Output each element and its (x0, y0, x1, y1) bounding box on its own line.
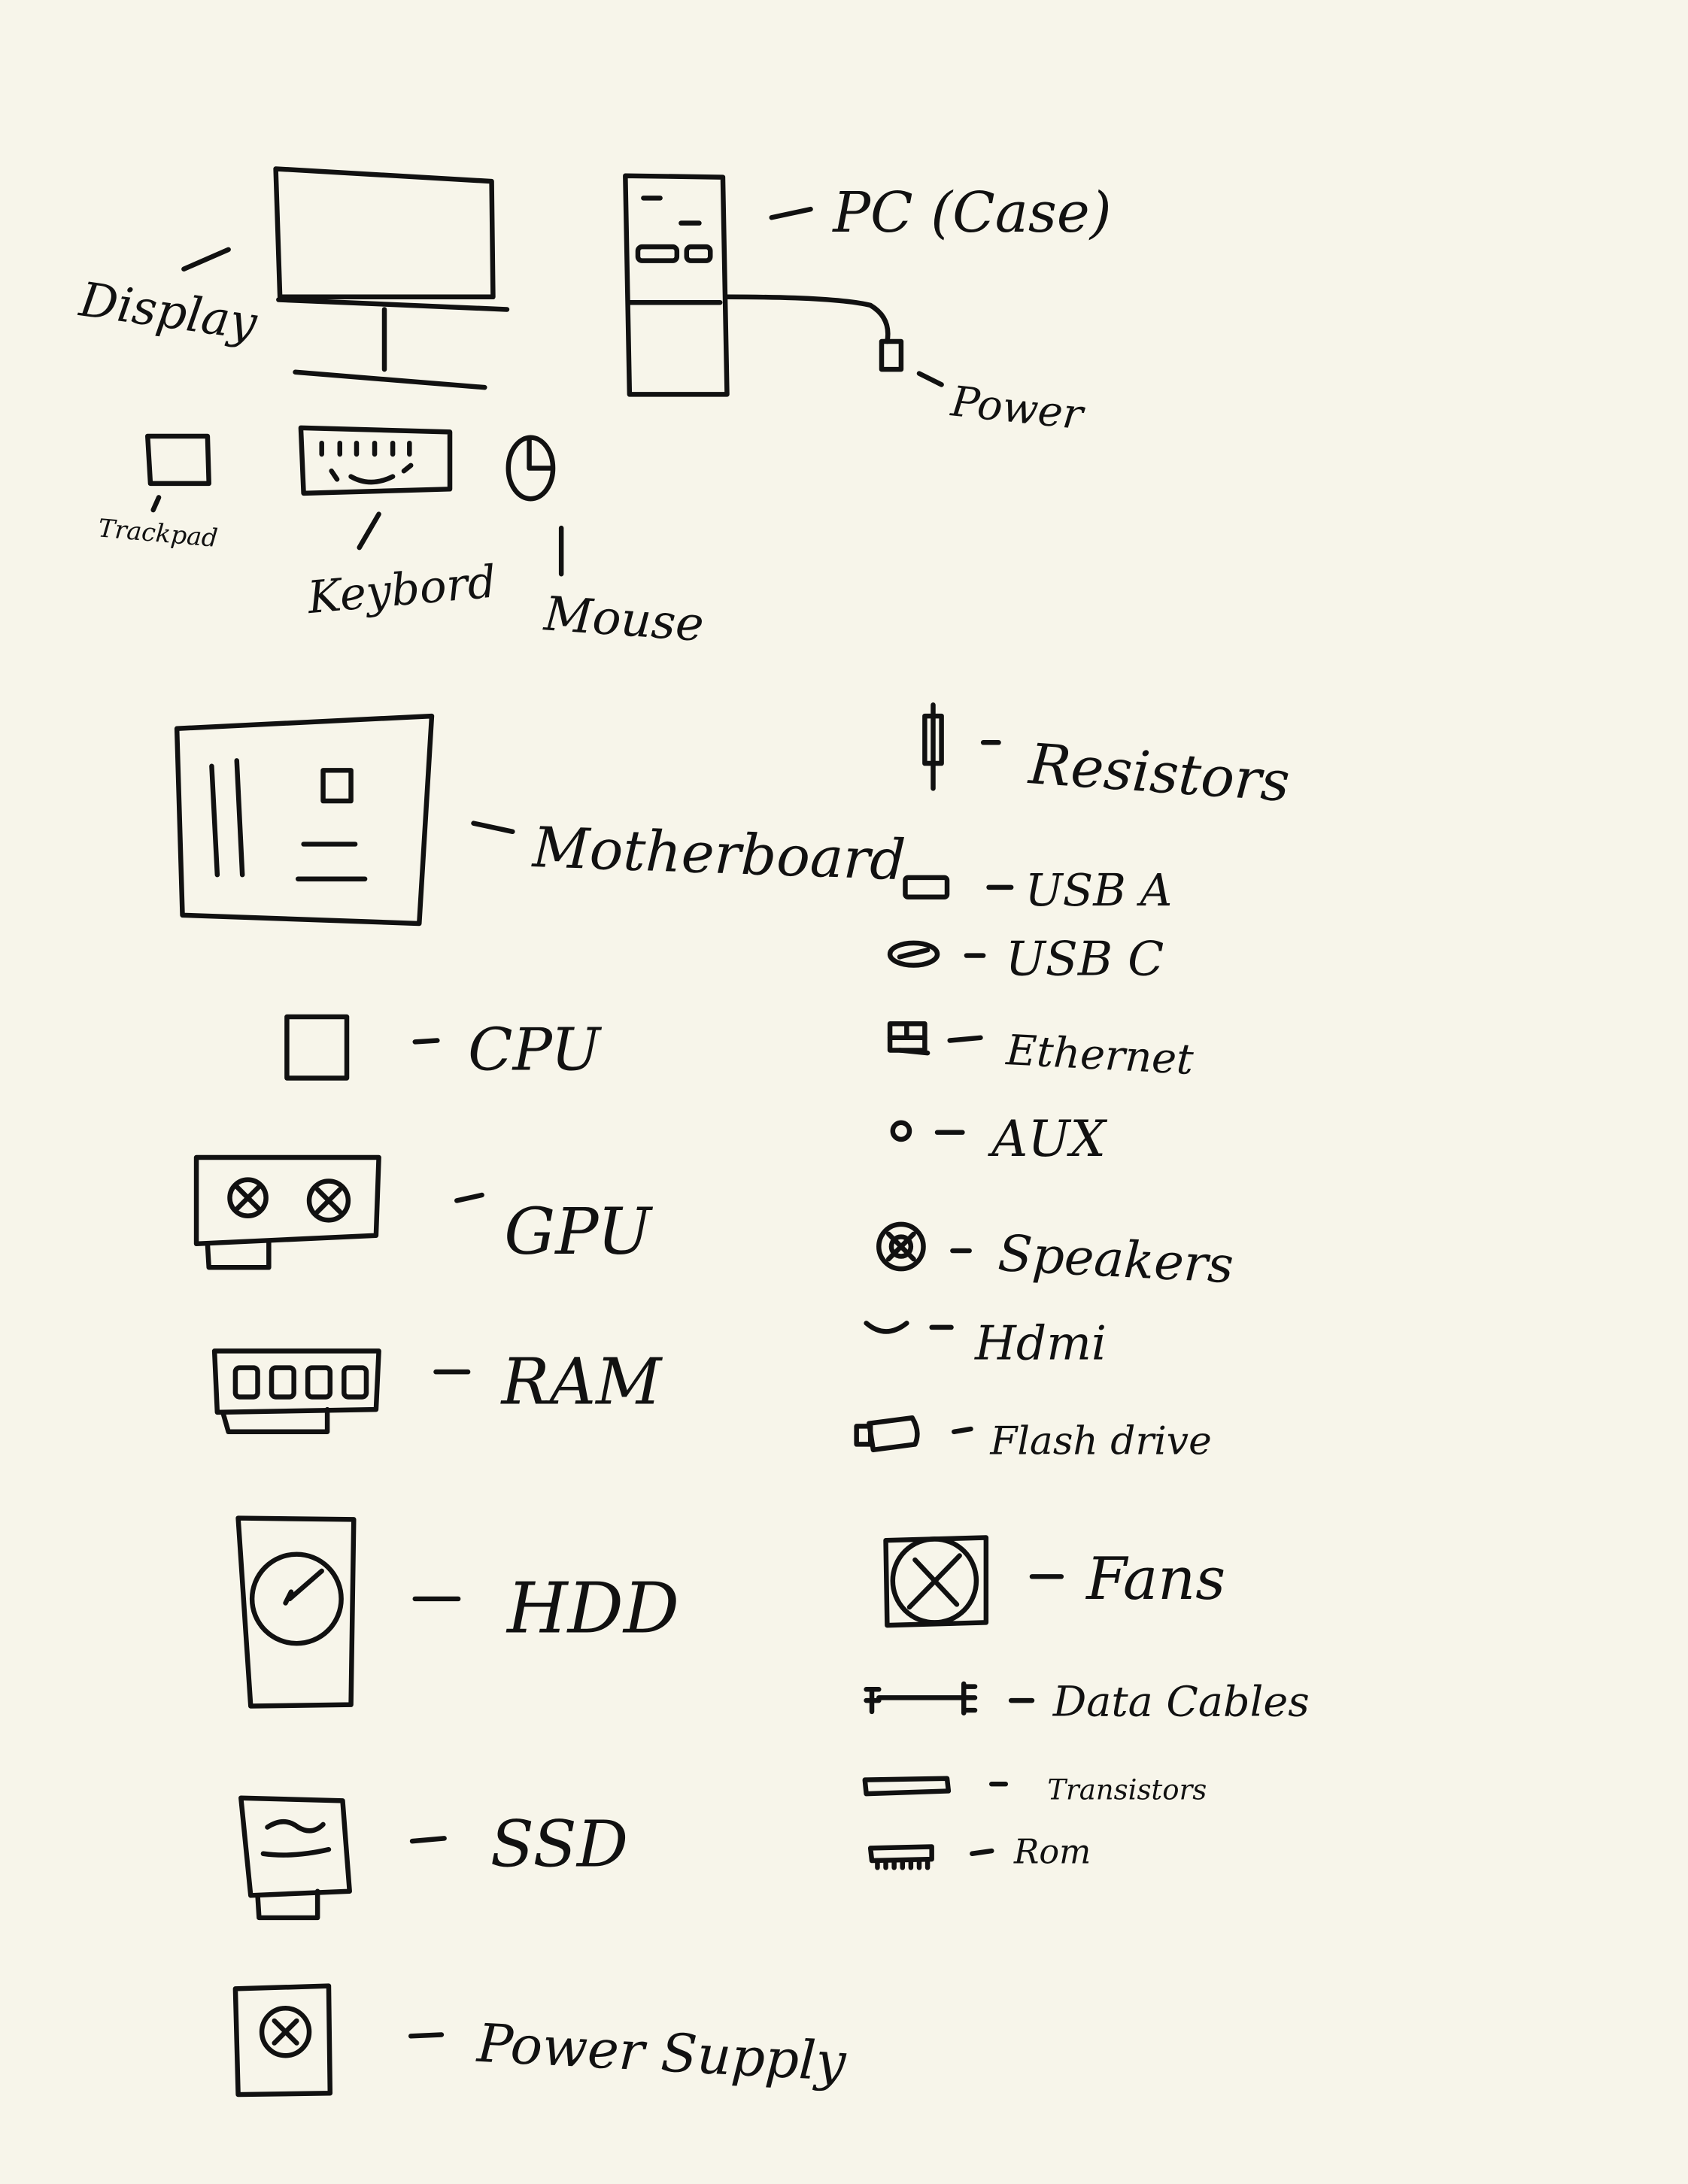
pc-case-icon (623, 173, 904, 397)
motherboard-icon (174, 713, 435, 927)
display-icon (273, 166, 510, 390)
cpu-leader (412, 1038, 440, 1045)
pc-case-label: PC (Case) (831, 180, 1111, 245)
ram-label: RAM (500, 1345, 663, 1420)
ssd-icon (238, 1795, 352, 1921)
power-leader (916, 371, 944, 387)
transistors-label: Transistors (1047, 1774, 1207, 1806)
trackpad-leader (150, 495, 162, 513)
ethernet-leader (947, 1035, 983, 1043)
usb-c-icon (887, 940, 940, 968)
mouse-icon (505, 435, 556, 502)
trackpad-label: Trackpad (97, 513, 219, 553)
hdd-icon (235, 1515, 357, 1709)
flash-drive-label: Flash drive (989, 1418, 1211, 1464)
power-supply-leader (408, 2032, 445, 2039)
aux-label: AUX (987, 1109, 1107, 1168)
fan-icon (883, 1535, 989, 1628)
power-supply-label: Power Supply (474, 2013, 848, 2094)
pc-case-leader (769, 206, 813, 220)
gpu-label: GPU (504, 1195, 654, 1269)
speaker-icon (876, 1221, 926, 1272)
flash-drive-leader (952, 1426, 973, 1435)
gpu-icon (193, 1154, 381, 1270)
speakers-label: Speakers (997, 1224, 1235, 1294)
power-supply-icon (232, 1983, 333, 2098)
ethernet-icon (887, 1021, 931, 1056)
display-label: Display (76, 271, 262, 351)
rom-leader (970, 1848, 994, 1857)
hdmi-label: Hdmi (974, 1315, 1107, 1370)
data-cables-label: Data Cables (1052, 1677, 1310, 1726)
motherboard-leader (471, 821, 515, 835)
resistors-label: Resistors (1025, 732, 1292, 814)
resistor-icon (922, 702, 944, 791)
mouse-label: Mouse (542, 586, 706, 652)
ssd-label: SSD (490, 1807, 628, 1882)
usb-c-label: USB C (1006, 931, 1164, 986)
keyboard-label: Keybord (305, 555, 498, 623)
display-leader (181, 247, 231, 272)
trackpad-icon (145, 433, 211, 487)
rom-icon (867, 1844, 934, 1870)
usb-a-icon (903, 875, 950, 900)
fans-label: Fans (1085, 1545, 1225, 1613)
cpu-icon (284, 1014, 350, 1081)
rom-label: Rom (1013, 1834, 1091, 1872)
motherboard-label: Motherboard (530, 815, 907, 893)
keyboard-leader (357, 511, 381, 551)
transistor-icon (862, 1776, 952, 1797)
ssd-leader (409, 1836, 447, 1844)
ethernet-label: Ethernet (1004, 1026, 1195, 1084)
aux-icon (890, 1120, 912, 1142)
cpu-label: CPU (468, 1016, 602, 1084)
usb-a-label: USB A (1025, 864, 1173, 916)
hdmi-icon (864, 1321, 909, 1334)
keyboard-icon (298, 425, 453, 496)
power-label: Power (948, 377, 1088, 439)
flash-drive-icon (854, 1415, 920, 1453)
data-cable-icon (864, 1681, 978, 1716)
ram-icon (211, 1348, 381, 1435)
hdd-label: HDD (505, 1567, 679, 1649)
gpu-leader (454, 1192, 484, 1203)
